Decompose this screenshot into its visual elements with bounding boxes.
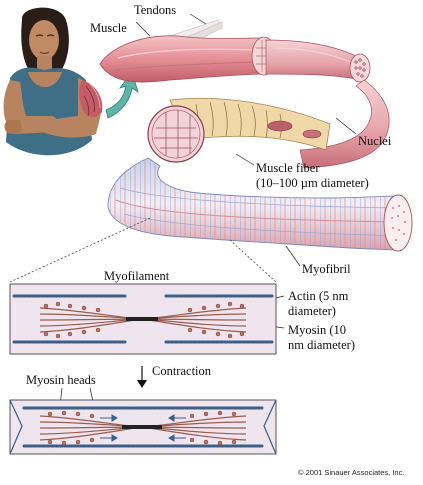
label-myosin-heads: Myosin heads	[26, 373, 96, 387]
label-myofilament: Myofilament	[104, 269, 170, 283]
label-myofibril: Myofibril	[302, 262, 351, 276]
whole-muscle	[99, 19, 371, 83]
label-muscle-fiber-diameter: (10–100 µm diameter)	[256, 176, 369, 190]
label-myosin: Myosin (10	[288, 323, 346, 337]
copyright-notice: © 2001 Sinauer Associates, Inc.	[298, 468, 405, 477]
label-muscle: Muscle	[90, 21, 127, 35]
label-contraction: Contraction	[152, 364, 212, 378]
muscle-fiber	[147, 97, 331, 163]
label-myosin-diameter: nm diameter)	[288, 338, 355, 352]
contraction-arrow	[137, 366, 147, 388]
zoom-line-left	[9, 217, 151, 283]
myofibril-tube	[107, 157, 413, 252]
zoom-line-right	[229, 239, 277, 283]
myofilament-panel	[9, 283, 277, 355]
contracted-panel	[9, 399, 277, 455]
label-actin-diameter: diameter)	[288, 304, 336, 318]
label-muscle-fiber: Muscle fiber	[256, 161, 320, 175]
woman-figure	[3, 7, 103, 156]
label-tendons: Tendons	[134, 3, 177, 17]
label-actin: Actin (5 nm	[288, 289, 349, 303]
fascicle-tube	[299, 79, 390, 169]
label-nuclei: Nuclei	[358, 134, 392, 148]
